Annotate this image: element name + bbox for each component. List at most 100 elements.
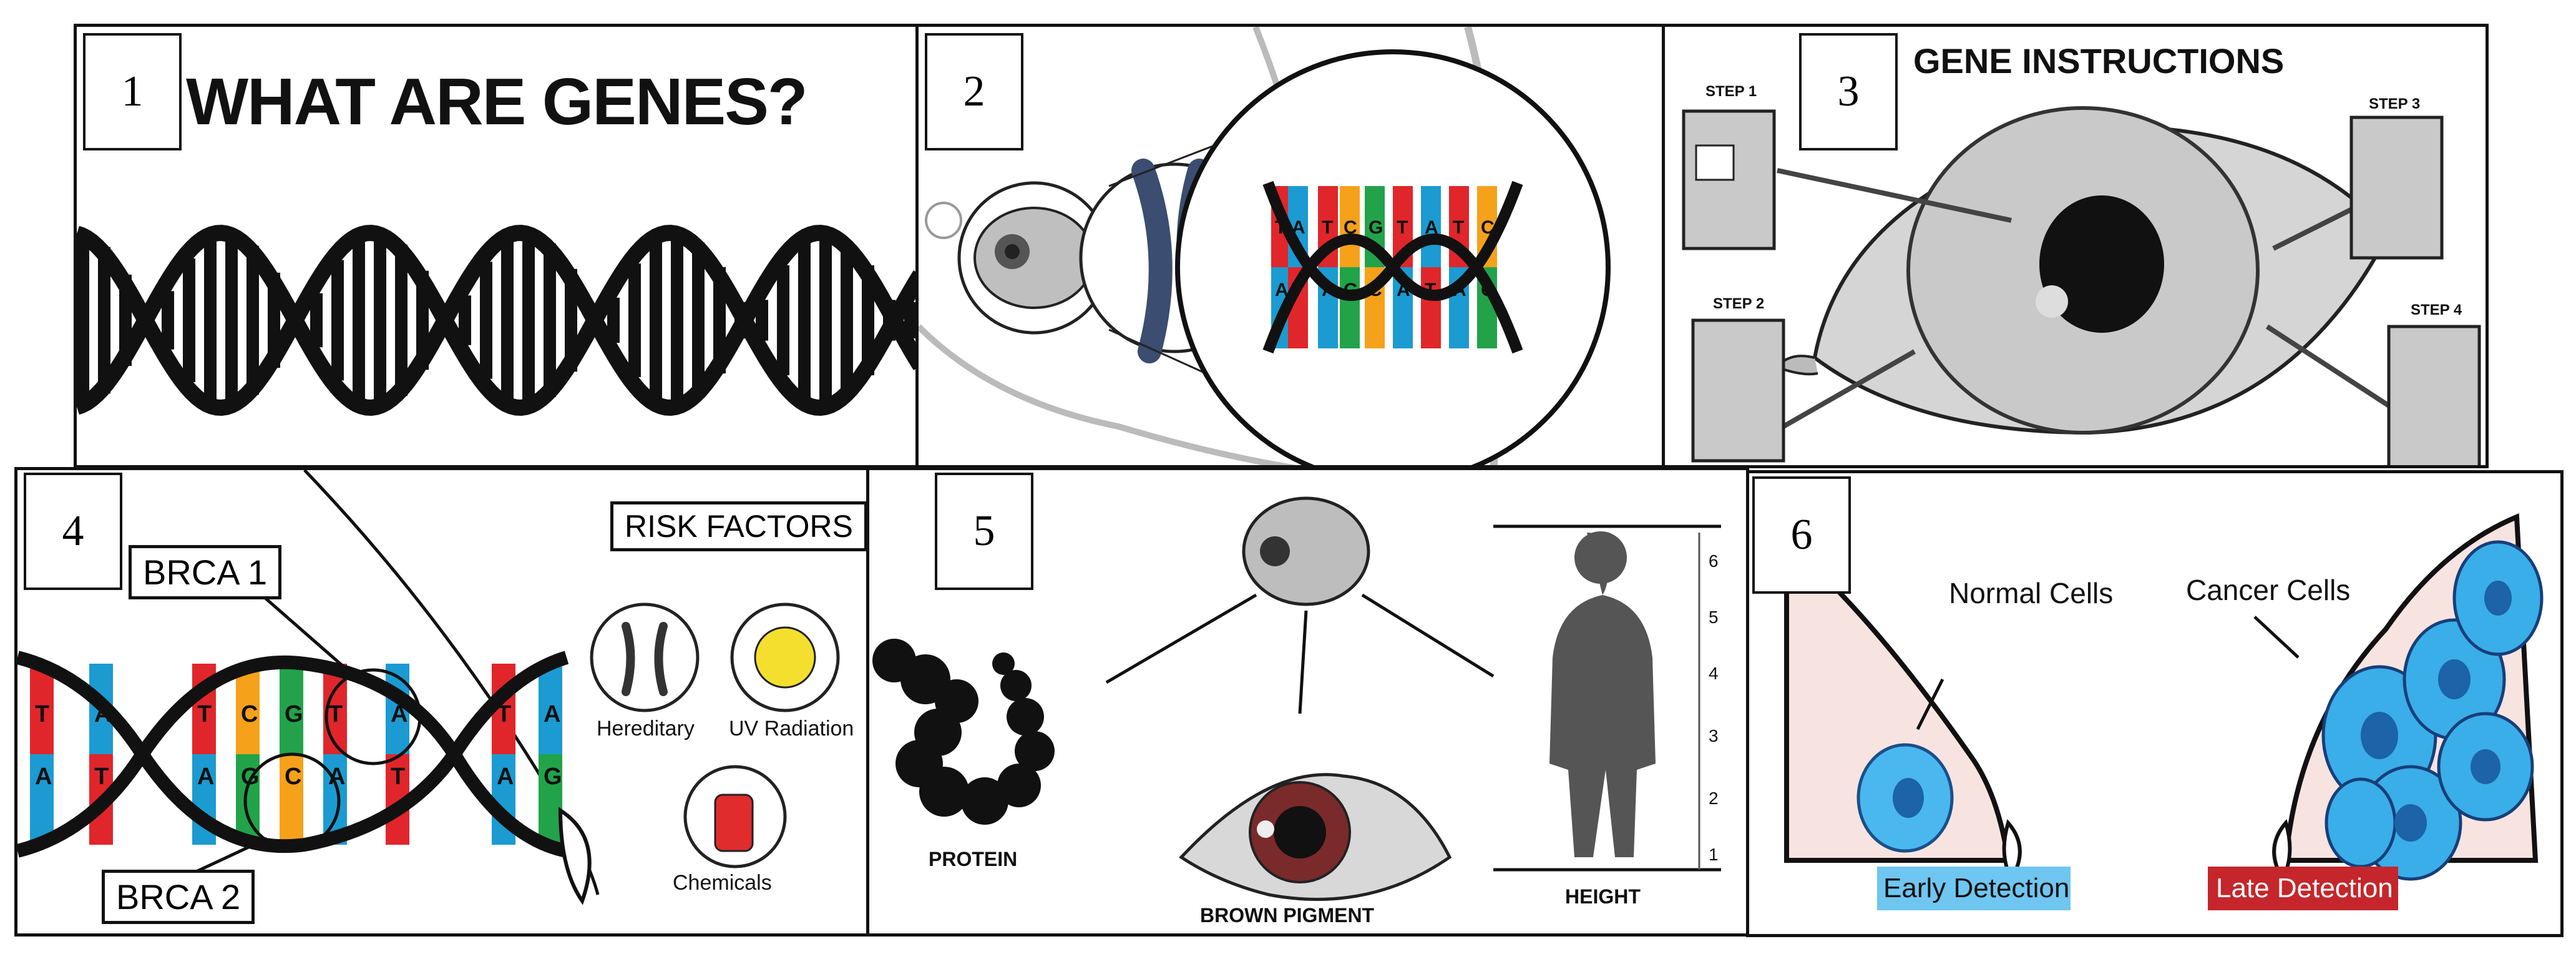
- base-pair-bar: [236, 664, 260, 754]
- panel-6: 6 Normal Cells Cancer Cells Early Detect…: [1746, 470, 2564, 937]
- ruler-tick-3: 3: [1709, 726, 1719, 745]
- helix-rung: [628, 263, 641, 377]
- base-pair-bar: [1421, 186, 1441, 267]
- base-letter: T: [1453, 217, 1465, 238]
- base-letter: A: [197, 764, 215, 790]
- helix-rung: [544, 243, 556, 398]
- helix-rung: [353, 238, 365, 402]
- panel-title: GENE INSTRUCTIONS: [1913, 41, 2285, 81]
- helix-rung: [310, 293, 323, 348]
- helix-strand: [17, 655, 568, 858]
- helix-strand: [1262, 180, 1523, 354]
- step-3-label: STEP 3: [2369, 96, 2421, 112]
- brca-dna-illustration: [17, 470, 840, 905]
- helix-strand: [77, 225, 915, 416]
- height-label: HEIGHT: [1565, 885, 1641, 908]
- helix-rung: [331, 260, 344, 381]
- helix-rung: [246, 245, 259, 395]
- helix-rung: [459, 295, 471, 345]
- helix-rung: [777, 265, 789, 376]
- ruler-tick-5: 5: [1709, 607, 1719, 627]
- hereditary-label: Hereditary: [597, 717, 695, 740]
- chemicals-label: Chemicals: [673, 871, 772, 895]
- panel-3: 3 GENE INSTRUCTIONS STEP 1 STEP 2 STEP 3…: [1662, 24, 2489, 468]
- base-letter: A: [1397, 280, 1410, 300]
- early-detection-label: Early Detection: [1883, 873, 2070, 903]
- panel-number: 2: [925, 33, 1023, 150]
- helix-rung: [225, 233, 238, 408]
- dna-helix-illustration: [77, 225, 915, 416]
- trait-expression-illustration: [872, 496, 1721, 901]
- uv-radiation-label: UV Radiation: [729, 717, 854, 740]
- base-letter: T: [94, 764, 109, 790]
- cell-detection-illustration: [1784, 513, 2544, 910]
- base-letter: A: [1275, 280, 1289, 300]
- base-letter: T: [497, 701, 512, 727]
- base-letter: C: [1368, 280, 1382, 300]
- helix-rung: [77, 234, 89, 407]
- base-letter: A: [544, 701, 561, 727]
- helix-rung: [480, 262, 492, 379]
- base-letter: T: [1425, 280, 1437, 300]
- base-letter: T: [328, 701, 343, 727]
- helix-rung: [650, 240, 662, 400]
- brca1-label: BRCA 1: [129, 545, 282, 599]
- brown-pigment-label: BROWN PIGMENT: [1200, 904, 1375, 927]
- panel-number: 3: [1799, 33, 1898, 150]
- helix-rung: [374, 233, 386, 408]
- ruler-tick-2: 2: [1709, 789, 1719, 808]
- ruler-tick-1: 1: [1709, 845, 1719, 864]
- helix-rung: [841, 241, 853, 400]
- base-letter: G: [241, 764, 260, 790]
- step-1-label: STEP 1: [1705, 83, 1757, 100]
- base-letter: G: [1481, 280, 1496, 300]
- cancer-cells-label: Cancer Cells: [2186, 574, 2351, 606]
- protein-label: PROTEIN: [929, 848, 1018, 870]
- panel-title: WHAT ARE GENES?: [186, 65, 808, 139]
- ruler-tick-6: 6: [1709, 551, 1719, 571]
- normal-cells-label: Normal Cells: [1949, 577, 2114, 609]
- helix-strand: [77, 225, 915, 416]
- base-letter: A: [497, 764, 514, 790]
- helix-rung: [671, 233, 683, 408]
- base-pair-bar: [539, 754, 562, 845]
- base-letter: C: [241, 701, 258, 727]
- panel-5: 5 PROTEIN BROWN PIGMENT HEIGHT 6 5 4 3 2…: [866, 467, 1749, 937]
- helix-rung: [162, 291, 174, 350]
- base-pair-bar: [280, 754, 303, 845]
- base-letter: A: [328, 764, 346, 790]
- base-letter: A: [1322, 280, 1335, 300]
- base-pair-bar: [539, 664, 562, 754]
- helix-rung: [395, 244, 407, 396]
- panel-1: 1 WHAT ARE GENES?: [74, 24, 919, 468]
- helix-rung: [522, 233, 535, 408]
- base-letter: A: [1453, 280, 1466, 300]
- base-letter: A: [391, 701, 408, 727]
- panel-number: 4: [24, 473, 122, 590]
- step-4-label: STEP 4: [2411, 302, 2462, 318]
- panel-number: 6: [1752, 476, 1851, 594]
- cell-to-dna-zoom-illustration: [919, 27, 1611, 465]
- base-letter: A: [1425, 217, 1438, 238]
- base-letter: T: [1292, 280, 1304, 300]
- panel-number: 5: [935, 473, 1033, 590]
- base-letter: C: [1344, 217, 1357, 238]
- helix-rung: [501, 239, 514, 401]
- base-letter: G: [285, 701, 303, 727]
- base-letter: T: [35, 701, 50, 727]
- base-letter: G: [1344, 280, 1359, 300]
- base-letter: A: [35, 764, 52, 790]
- eye-illustration: [1682, 106, 2481, 465]
- base-letter: T: [197, 701, 212, 727]
- base-letter: T: [1397, 217, 1408, 238]
- panel-number: 1: [83, 33, 182, 150]
- helix-rung: [692, 242, 705, 398]
- base-letter: C: [1481, 217, 1495, 238]
- brca2-label: BRCA 2: [102, 870, 255, 924]
- helix-rung: [819, 233, 832, 408]
- base-letter: G: [1368, 217, 1383, 238]
- base-pair-bar: [1340, 186, 1360, 267]
- base-letter: A: [94, 701, 112, 727]
